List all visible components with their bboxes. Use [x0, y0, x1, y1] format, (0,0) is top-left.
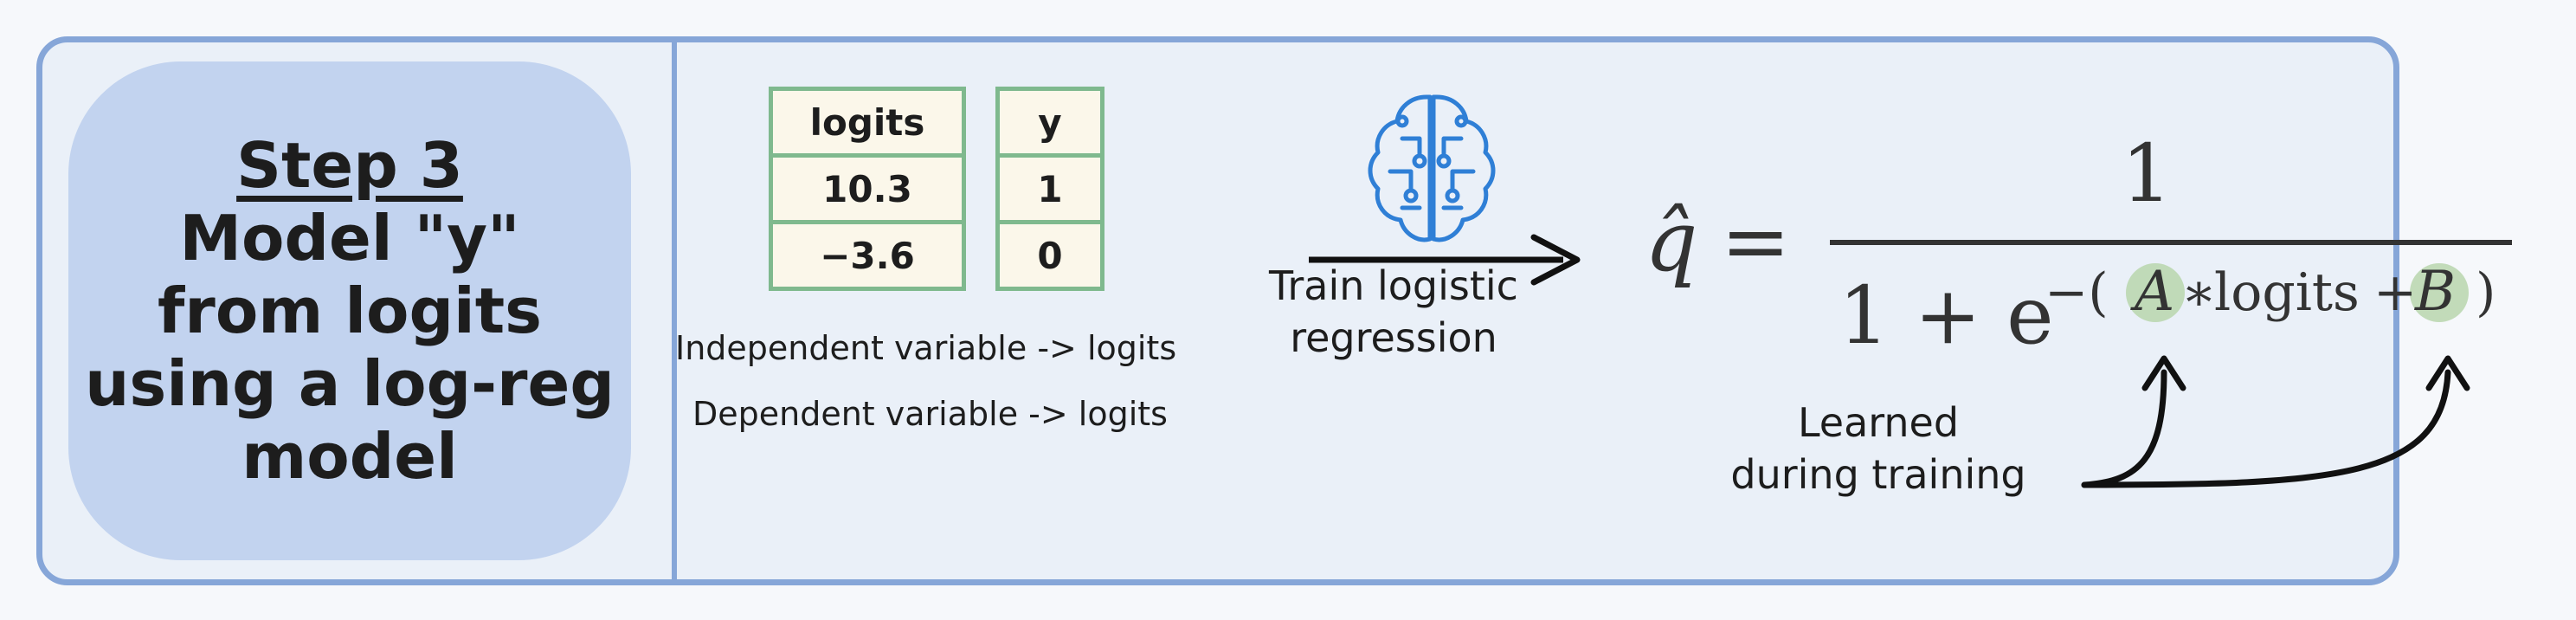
arrow-to-param-a-head	[2141, 355, 2186, 391]
arrow-to-param-b	[2081, 369, 2451, 488]
param-b-highlight	[2410, 263, 2469, 322]
param-a-highlight	[2126, 263, 2185, 322]
step-label-blob: Step 3 Model "y" from logits using a log…	[68, 61, 631, 560]
formula-logits-word: logits	[2214, 262, 2360, 323]
panel-divider	[672, 42, 677, 579]
y-header: y	[995, 87, 1104, 158]
train-label-line-2: regression	[1290, 314, 1497, 361]
logits-header: logits	[769, 87, 966, 158]
step-line-2: from logits	[157, 274, 543, 347]
arrow-to-param-b-head	[2425, 355, 2470, 391]
formula-times: ∗	[2181, 262, 2217, 323]
train-arrow-label: Train logistic regression	[1246, 260, 1541, 364]
step-line-4: model	[242, 420, 458, 493]
formula-param-b: B	[2414, 260, 2456, 324]
y-cell-1: 1	[995, 153, 1104, 224]
step-line-1: Model "y"	[179, 202, 520, 274]
formula-lhs: q̂	[1645, 193, 1697, 290]
formula-denominator-prefix: 1 + e	[1839, 269, 2054, 362]
train-label-line-1: Train logistic	[1269, 262, 1518, 309]
logits-cell-1: 10.3	[769, 153, 966, 224]
formula-numerator: 1	[2122, 127, 2173, 220]
learned-line-1: Learned	[1797, 399, 1960, 446]
learned-line-2: during training	[1730, 451, 2026, 498]
formula-exponent-close: )	[2476, 262, 2496, 323]
y-cell-2: 0	[995, 220, 1104, 291]
y-table: y 1 0	[995, 87, 1104, 291]
logits-cell-2: −3.6	[769, 220, 966, 291]
formula-exponent-open: −(	[2045, 262, 2109, 323]
formula-param-a: A	[2130, 260, 2174, 324]
dependent-caption: Dependent variable -> logits	[692, 395, 1168, 433]
step-line-3: using a log-reg	[85, 347, 615, 420]
arrow-to-param-a	[2081, 369, 2167, 488]
train-arrow-head	[1530, 234, 1581, 286]
step-panel: Step 3 Model "y" from logits using a log…	[36, 36, 2399, 585]
sigmoid-formula: q̂ = 1 1 + e −( A ∗ logits + B )	[1645, 127, 2512, 362]
brain-circuit-icon	[1368, 94, 1496, 242]
formula-equals: =	[1721, 193, 1790, 290]
learned-annotation: Learned during training	[1697, 397, 2060, 501]
independent-caption: Independent variable -> logits	[675, 329, 1177, 367]
formula-plus: +	[2373, 262, 2417, 323]
logits-table: logits 10.3 −3.6	[769, 87, 966, 291]
step-title: Step 3	[236, 129, 463, 202]
